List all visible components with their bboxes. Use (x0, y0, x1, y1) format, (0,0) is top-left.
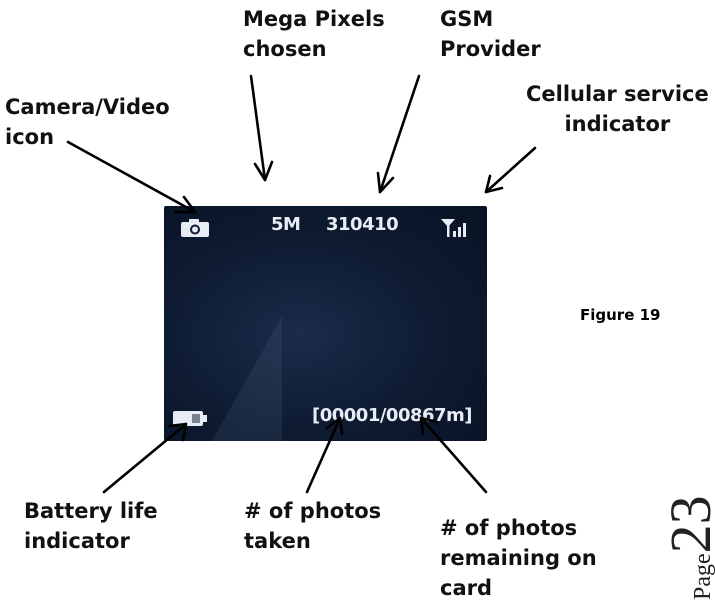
label-photos-remaining: # of photos remaining on card (440, 513, 597, 603)
arrow-gsm-provider (376, 74, 421, 194)
label-photos-remaining-line1: # of photos (440, 516, 578, 540)
label-cellular-service: Cellular service indicator (526, 79, 709, 139)
page-number-value: 23 (658, 495, 715, 554)
figure-caption: Figure 19 (580, 306, 661, 324)
photo-counter-readout: [00001/00867m] (312, 405, 473, 426)
label-battery-life-line2: indicator (24, 529, 130, 553)
battery-icon (173, 411, 207, 426)
page-number: Page23 (658, 495, 715, 600)
label-camera-video-line2: icon (5, 125, 55, 149)
label-gsm-provider-line2: Provider (440, 37, 541, 61)
label-mega-pixels-line1: Mega Pixels (243, 7, 385, 31)
label-gsm-provider-line1: GSM (440, 7, 494, 31)
arrow-mega-pixels (249, 74, 274, 182)
camera-icon (181, 219, 209, 237)
camera-lcd-screen: 5M 310410 [00001/00867m] (164, 206, 487, 441)
signal-strength-icon (441, 219, 466, 237)
arrow-camera-video (66, 140, 197, 214)
label-camera-video: Camera/Video icon (5, 92, 170, 152)
arrow-cellular-service (484, 146, 537, 194)
label-photos-taken-line1: # of photos (244, 499, 382, 523)
megapixels-readout: 5M (271, 214, 301, 235)
label-camera-video-line1: Camera/Video (5, 95, 170, 119)
gsm-provider-code: 310410 (326, 214, 399, 235)
label-mega-pixels-line2: chosen (243, 37, 327, 61)
label-photos-remaining-line3: card (440, 576, 493, 600)
screen-glare (212, 316, 282, 441)
label-cellular-service-line1: Cellular service (526, 82, 709, 106)
label-photos-taken: # of photos taken (244, 496, 381, 556)
label-battery-life-line1: Battery life (24, 499, 158, 523)
label-mega-pixels: Mega Pixels chosen (243, 4, 385, 64)
label-gsm-provider: GSM Provider (440, 4, 541, 64)
label-photos-taken-line2: taken (244, 529, 311, 553)
page-word: Page (690, 553, 715, 600)
label-battery-life: Battery life indicator (24, 496, 158, 556)
label-cellular-service-line2: indicator (564, 112, 671, 136)
label-photos-remaining-line2: remaining on (440, 546, 597, 570)
